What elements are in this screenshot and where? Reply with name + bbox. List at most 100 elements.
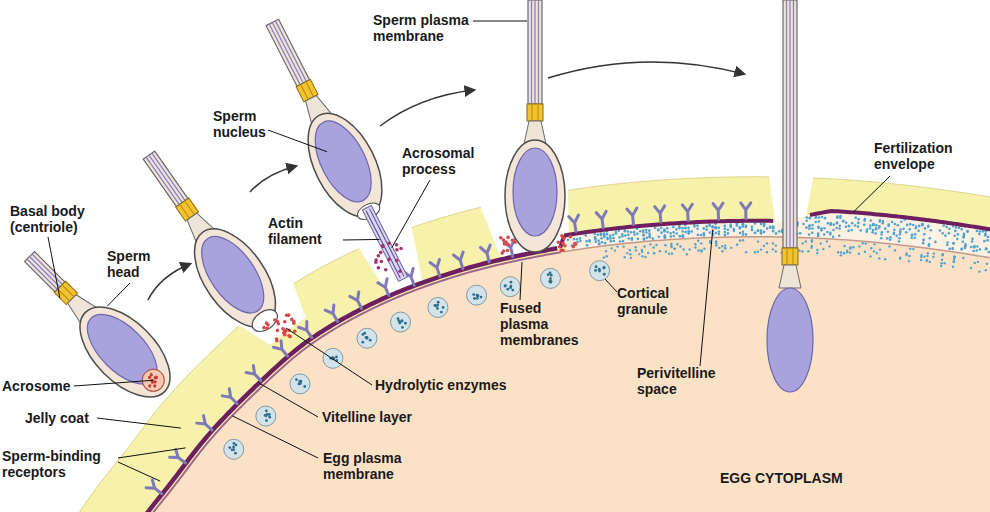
secretion-dot: [953, 261, 955, 263]
leader-line: [97, 418, 181, 428]
part-label: Fertilization envelope: [874, 140, 984, 172]
secretion-dot: [962, 257, 964, 259]
part-label: EGG CYTOPLASM: [720, 470, 920, 486]
secretion-dot: [872, 223, 875, 226]
secretion-dot: [957, 233, 960, 236]
enzyme-dot: [153, 380, 158, 385]
secretion-dot: [642, 233, 645, 236]
axoneme-line: [269, 24, 300, 85]
secretion-dot: [666, 231, 669, 234]
secretion-dot: [645, 229, 648, 232]
secretion-dot: [609, 237, 612, 240]
secretion-dot: [627, 237, 630, 240]
secretion-dot: [730, 247, 732, 249]
secretion-dot: [655, 244, 657, 246]
secretion-dot: [751, 226, 754, 229]
secretion-dot: [836, 215, 839, 218]
granule-content: [476, 294, 479, 297]
secretion-dot: [978, 270, 980, 272]
cortical-granule: [323, 348, 343, 368]
secretion-dot: [603, 235, 606, 238]
secretion-dot: [649, 236, 652, 239]
basal-body-line: [532, 105, 533, 120]
secretion-dot: [944, 234, 947, 237]
secretion-dot: [869, 255, 871, 257]
secretion-dot: [849, 246, 851, 248]
granule-content: [365, 336, 368, 339]
secretion-dot: [643, 245, 645, 247]
secretion-dot: [906, 224, 909, 227]
secretion-dot: [909, 248, 911, 250]
secretion-dot: [830, 223, 833, 226]
secretion-dot: [865, 230, 868, 233]
secretion-dot: [943, 262, 945, 264]
secretion-dot: [955, 226, 958, 229]
secretion-dot: [839, 224, 842, 227]
enzyme-dot: [275, 339, 279, 343]
cortical-granule: [357, 328, 377, 348]
sperm-binding-receptor: [325, 305, 342, 324]
sperm-nucleus: [76, 303, 169, 396]
secretion-dot: [687, 232, 690, 235]
leader-line: [48, 237, 60, 298]
secretion-dot: [664, 236, 667, 239]
secretion-dot: [941, 254, 943, 256]
secretion-dot: [891, 221, 894, 224]
secretion-dot: [705, 228, 708, 231]
secretion-dot: [766, 242, 768, 244]
secretion-dot: [862, 242, 864, 244]
secretion-dot: [952, 266, 954, 268]
secretion-dot: [624, 234, 627, 237]
secretion-dot: [588, 240, 591, 243]
secretion-dot: [912, 224, 915, 227]
secretion-dot: [724, 234, 727, 237]
secretion-dot: [772, 248, 774, 250]
granule-content: [594, 269, 597, 272]
enzyme-dot: [511, 239, 515, 243]
secretion-dot: [697, 240, 699, 242]
axoneme-line: [538, 0, 539, 104]
sperm-cell: [767, 0, 813, 392]
secretion-dot: [840, 251, 842, 253]
basal-body-line: [63, 286, 74, 297]
secretion-dot: [676, 243, 678, 245]
secretion-dot: [652, 237, 655, 240]
granule-content: [504, 285, 507, 288]
secretion-dot: [873, 250, 875, 252]
secretion-dot: [863, 219, 866, 222]
secretion-dot: [745, 233, 748, 236]
sperm-binding-receptor: [197, 416, 216, 434]
granule-content: [435, 305, 438, 308]
secretion-dot: [696, 227, 699, 230]
secretion-dot: [924, 227, 927, 230]
secretion-dot: [984, 232, 987, 235]
secretion-dot: [653, 252, 655, 254]
secretion-dot: [647, 252, 649, 254]
secretion-dot: [708, 224, 711, 227]
secretion-dot: [857, 225, 860, 228]
secretion-dot: [711, 226, 714, 229]
enzyme-dot: [276, 329, 280, 333]
secretion-dot: [660, 231, 663, 234]
secretion-dot: [760, 232, 763, 235]
secretion-dot: [948, 227, 951, 230]
secretion-dot: [889, 236, 892, 239]
secretion-dot: [772, 226, 775, 229]
secretion-dot: [836, 221, 839, 224]
secretion-dot: [948, 248, 951, 251]
secretion-dot: [670, 235, 673, 238]
secretion-dot: [754, 232, 757, 235]
secretion-dot: [873, 243, 875, 245]
secretion-dot: [733, 230, 736, 233]
sperm-binding-receptor: [430, 259, 445, 277]
secretion-dot: [832, 229, 835, 232]
secretion-dot: [727, 232, 730, 235]
secretion-dot: [918, 225, 921, 228]
secretion-dot: [920, 254, 922, 256]
secretion-dot: [960, 228, 963, 231]
part-label: Actin filament: [268, 215, 338, 247]
leader-line: [520, 262, 522, 300]
secretion-dot: [675, 232, 678, 235]
granule-content: [473, 297, 476, 300]
secretion-dot: [614, 249, 616, 251]
